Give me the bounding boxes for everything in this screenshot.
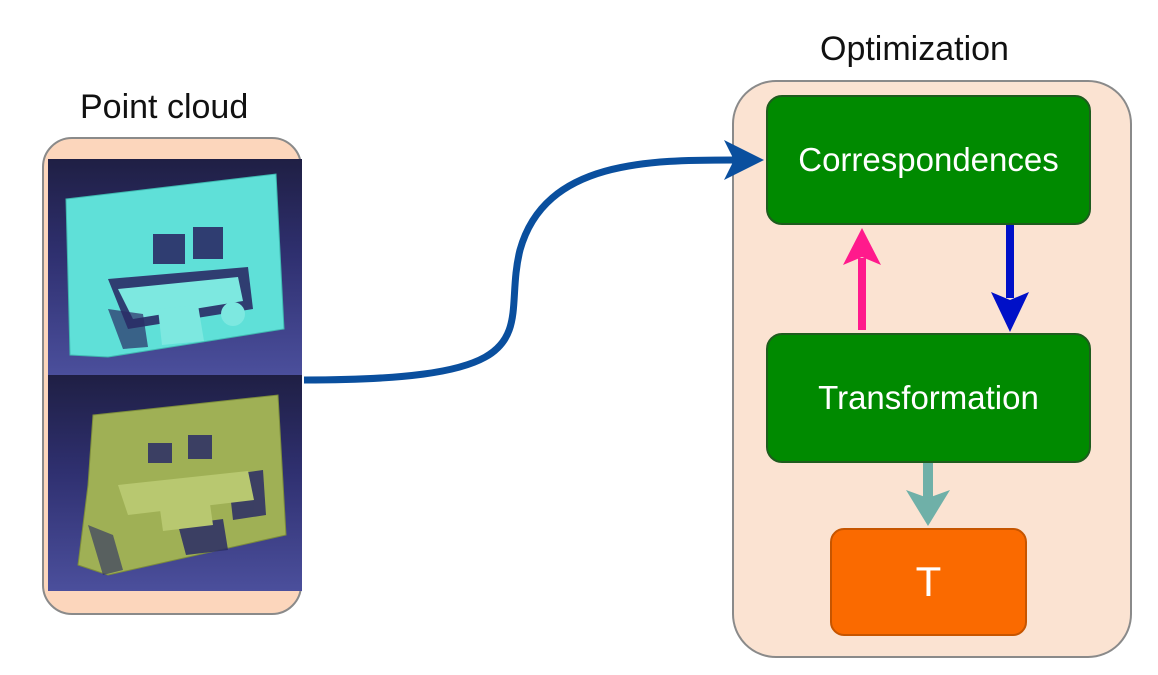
output-arrowhead <box>906 490 950 526</box>
feedback-up-arrowhead <box>843 228 881 265</box>
optimization-title: Optimization <box>820 30 1009 68</box>
main-flow-arrow <box>303 156 736 384</box>
point-cloud-scan-bottom <box>48 375 302 591</box>
point-cloud-scan-top <box>48 159 302 375</box>
point-cloud-panel <box>42 137 302 615</box>
feedback-down-arrowhead <box>991 292 1029 332</box>
transformation-box: Transformation <box>766 333 1091 463</box>
output-t-box: T <box>830 528 1027 636</box>
main-flow-arrowhead <box>724 140 764 180</box>
correspondences-box: Correspondences <box>766 95 1091 225</box>
point-cloud-title: Point cloud <box>80 88 249 126</box>
